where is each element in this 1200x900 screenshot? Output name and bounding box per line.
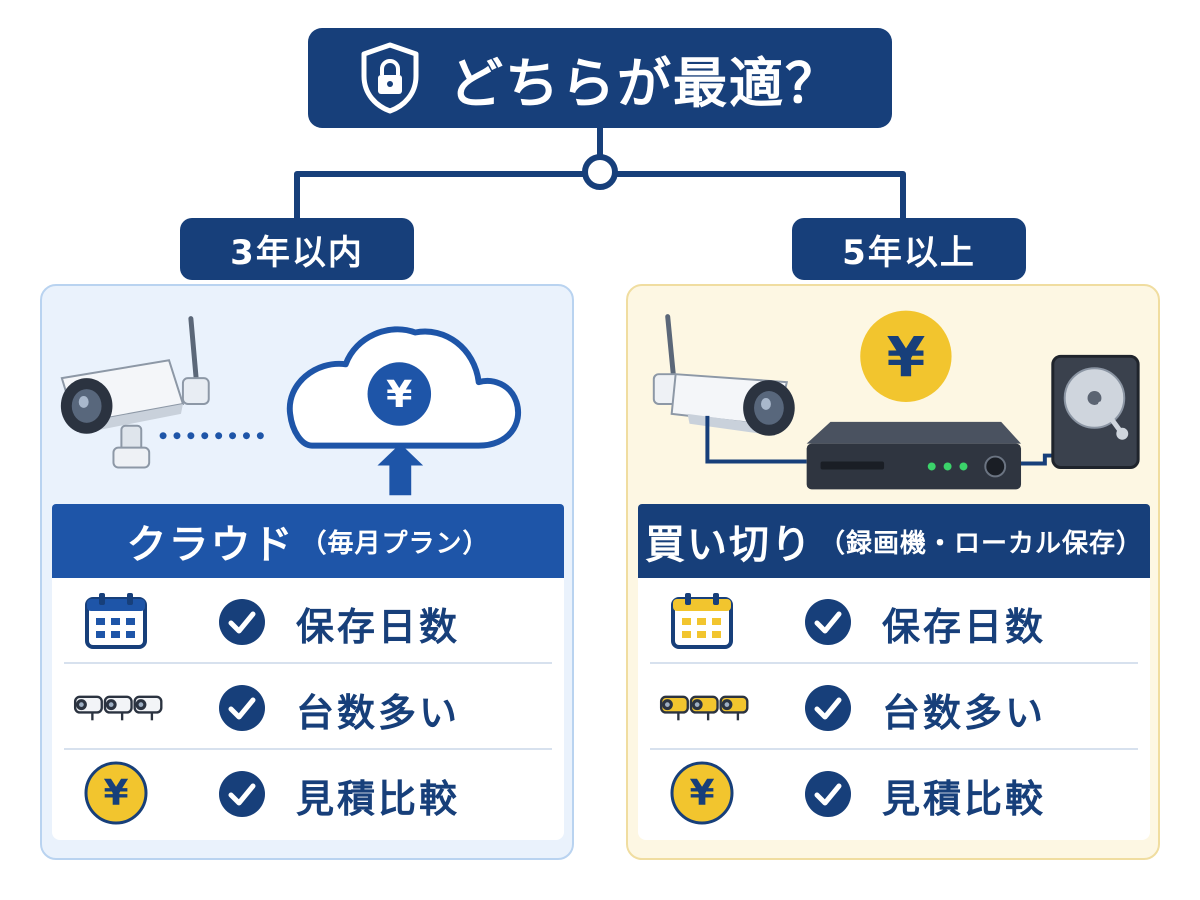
cloud-header: クラウド （毎月プラン）	[52, 504, 564, 578]
cloud-header-subtitle: （毎月プラン）	[300, 528, 490, 559]
purchase-header-subtitle: （録画機・ローカル保存）	[818, 528, 1143, 559]
yen-coin-icon: ¥	[652, 758, 752, 828]
purchase-header: 買い切り （録画機・ローカル保存）	[638, 504, 1150, 578]
yen-coin-icon: ¥	[66, 758, 166, 828]
list-item: 保存日数	[52, 578, 564, 664]
list-item-label: 保存日数	[296, 605, 461, 649]
shield-lock-icon	[359, 42, 421, 114]
list-item-label: 保存日数	[882, 605, 1047, 649]
list-item-label: 見積比較	[882, 777, 1047, 821]
row-yen-symbol: ¥	[689, 773, 714, 814]
purchase-checklist: 保存日数	[638, 578, 1150, 840]
list-item: 台数多い	[638, 664, 1150, 750]
cloud-checklist: 保存日数	[52, 578, 564, 840]
list-item: 保存日数	[638, 578, 1150, 664]
check-icon	[219, 685, 265, 731]
check-icon	[805, 599, 851, 645]
row-yen-symbol: ¥	[103, 773, 128, 814]
list-item-label: 台数多い	[296, 691, 461, 735]
calendar-icon	[66, 586, 166, 656]
purchase-yen-symbol: ¥	[887, 325, 926, 390]
yen-coin-icon: ¥	[860, 310, 952, 402]
calendar-icon	[652, 586, 752, 656]
list-item-label: 台数多い	[882, 691, 1047, 735]
list-item: ¥ 見積比較	[52, 750, 564, 836]
local-storage-illustration: ¥	[652, 310, 1140, 490]
list-item: ¥ 見積比較	[638, 750, 1150, 836]
check-icon	[805, 771, 851, 817]
hard-drive-icon	[1051, 354, 1140, 469]
cameras-icon	[66, 672, 166, 742]
purchase-header-title: 買い切り	[644, 522, 813, 568]
cloud-icon: ¥	[286, 326, 521, 449]
list-item: 台数多い	[52, 664, 564, 750]
dotted-link	[159, 432, 264, 440]
list-item-label: 見積比較	[296, 777, 461, 821]
upload-arrow-icon	[377, 443, 424, 496]
check-icon	[219, 599, 265, 645]
panel-cloud: ¥ クラウド （毎月プラン）	[40, 284, 574, 860]
security-camera-icon	[652, 314, 795, 436]
title-banner: どちらが最適？	[308, 28, 892, 128]
title-text: どちらが最適？	[449, 51, 841, 115]
cloud-illustration: ¥	[60, 316, 521, 496]
security-camera-icon	[60, 316, 210, 469]
check-icon	[219, 771, 265, 817]
pill-3-years: 3年以内	[180, 218, 414, 280]
cloud-yen-symbol: ¥	[386, 372, 412, 416]
cameras-icon	[652, 672, 752, 742]
panel-purchase: ¥ 買い切り （録画機・ローカル保存）	[626, 284, 1160, 860]
recorder-icon	[806, 421, 1022, 490]
cloud-header-title: クラウド	[126, 522, 295, 568]
check-icon	[805, 685, 851, 731]
pill-5-years: 5年以上	[792, 218, 1026, 280]
